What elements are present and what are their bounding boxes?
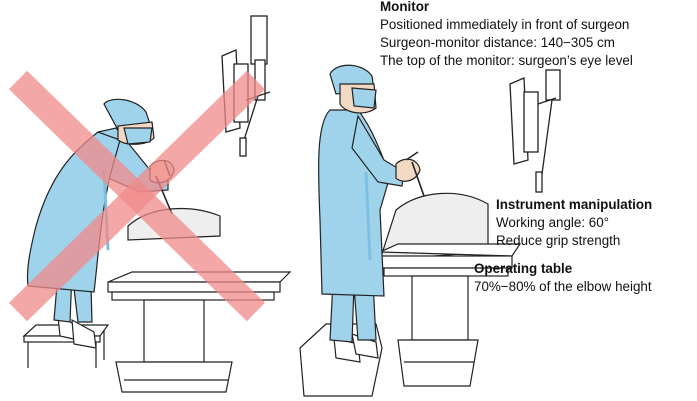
monitor-position-text: Positioned immediately in front of surge… [380,17,630,32]
monitor-heading: Monitor [380,0,430,14]
instrument-grip-text: Reduce grip strength [496,233,621,248]
instrument-angle-text: Working angle: 60° [496,215,610,230]
instrument-label: Instrument manipulation Working angle: 6… [496,196,652,250]
monitor-distance-text: Surgeon-monitor distance: 140−305 cm [380,35,615,50]
surgeon-upright [317,64,425,363]
operating-table-label: Operating table 70%−80% of the elbow hei… [474,260,652,296]
monitor-height-text: The top of the monitor: surgeon’s eye le… [380,53,633,68]
incorrect-posture-figure [8,15,292,393]
incorrect-cross-mark [8,70,266,322]
operating-table-right [379,192,522,387]
operating-table-heading: Operating table [474,261,573,276]
operating-table-height-text: 70%−80% of the elbow height [474,279,652,294]
ceiling-monitor-right [509,69,561,193]
monitor-label: Monitor Positioned immediately in front … [380,0,633,70]
operating-table-left [107,208,292,393]
instrument-heading: Instrument manipulation [496,197,653,212]
correct-posture-figure [299,64,561,397]
